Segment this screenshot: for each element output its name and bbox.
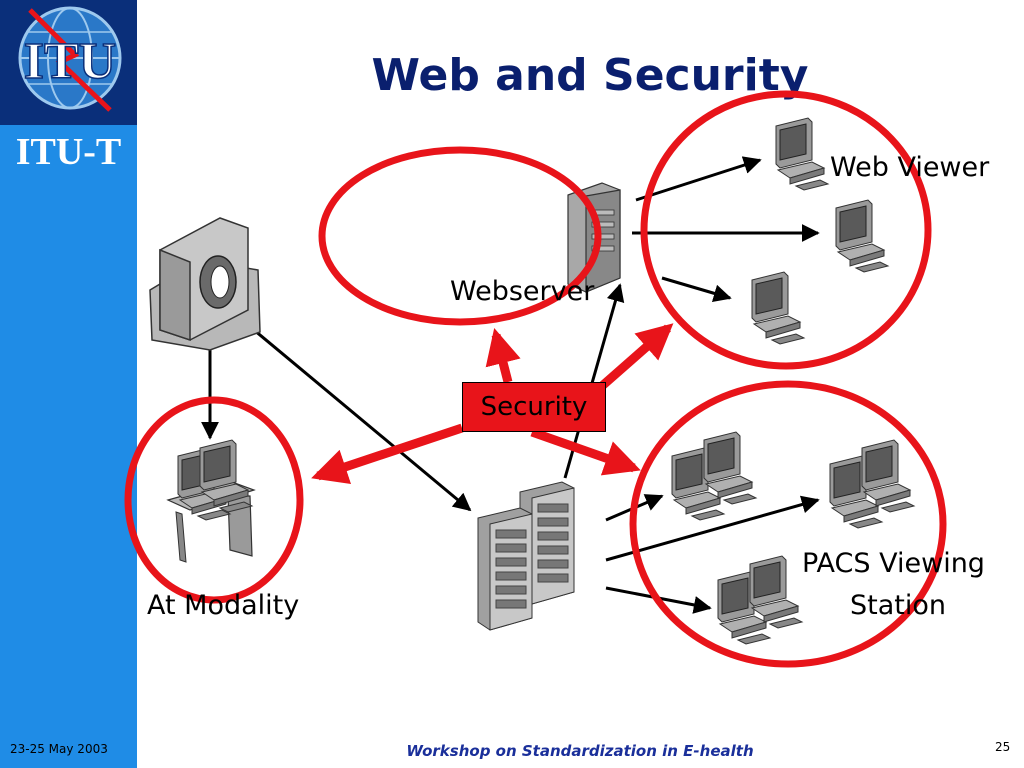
pacs-workstation-icon — [671, 431, 757, 521]
pacs-workstation-icon — [829, 439, 915, 529]
security-arrow-modality — [311, 423, 464, 484]
security-ring-web-viewer — [640, 90, 932, 370]
slide-date: 23-25 May 2003 — [10, 742, 108, 756]
modality-scanner-icon — [149, 217, 261, 351]
webserver-label: Webserver — [450, 276, 595, 307]
pacs-label-line1: PACS Viewing — [802, 548, 985, 579]
pacs-server-rack-icon — [477, 481, 575, 631]
security-arrow-pacs-station — [530, 427, 641, 476]
pacs-label-line2: Station — [850, 590, 946, 621]
web-viewer-pc-icon — [835, 199, 889, 273]
arrow-web-to-viewer-1 — [635, 156, 762, 202]
web-viewer-pc-icon — [775, 117, 829, 191]
pacs-workstation-icon — [717, 555, 803, 645]
itu-logo: ITU — [0, 0, 137, 125]
arrow-pacs-to-station-2 — [605, 495, 820, 562]
security-ring-webserver — [318, 146, 602, 326]
arrow-web-to-viewer-3 — [661, 276, 732, 303]
security-ring-modality — [124, 396, 304, 604]
page-number: 25 — [995, 740, 1011, 754]
itu-globe-icon: ITU — [18, 6, 122, 112]
sidebar: ITU ITU-T 23-25 May 2003 — [0, 0, 137, 768]
sector-label: ITU-T — [15, 131, 122, 173]
web-viewer-label: Web Viewer — [830, 152, 990, 183]
modality-workstation-icon — [166, 439, 256, 563]
security-arrow-web-viewer — [599, 323, 674, 390]
arrow-scanner-to-pacs — [247, 323, 472, 512]
security-label: Security — [480, 392, 588, 422]
web-viewer-pc-icon — [751, 271, 805, 345]
security-arrow-webserver — [485, 328, 521, 384]
security-box: Security — [462, 382, 606, 432]
slide-title: Web and Security — [371, 50, 809, 101]
logo-text: ITU — [24, 33, 116, 90]
at-modality-label: At Modality — [147, 590, 300, 621]
security-ring-pacs — [629, 380, 947, 668]
slide-footer: Workshop on Standardization in E-health — [406, 742, 754, 760]
